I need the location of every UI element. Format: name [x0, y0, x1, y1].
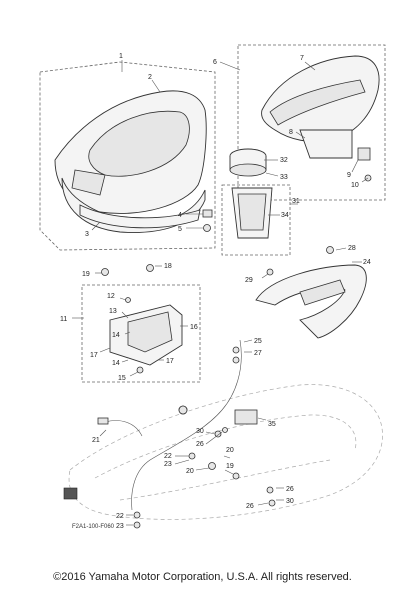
- figure-code: F2A1-100-F060: [72, 524, 115, 530]
- callout-26a: 26: [196, 441, 204, 448]
- callout-26c: 26: [246, 503, 254, 510]
- callout-20: 20: [186, 468, 194, 475]
- callout-20b: 20: [226, 447, 234, 454]
- callout-7: 7: [300, 55, 304, 62]
- callout-22b: 22: [116, 513, 124, 520]
- callout-32: 32: [280, 157, 288, 164]
- callout-26b: 26: [286, 486, 294, 493]
- callout-22: 22: [164, 453, 172, 460]
- callout-14b: 14: [112, 360, 120, 367]
- hull-outline: [68, 384, 383, 520]
- rear-rack: [255, 246, 367, 339]
- callout-27: 27: [254, 350, 262, 357]
- callout-8: 8: [289, 129, 293, 136]
- callout-14: 14: [112, 332, 120, 339]
- callout-12: 12: [107, 293, 115, 300]
- callout-18: 18: [164, 263, 172, 270]
- callout-3: 3: [85, 231, 89, 238]
- callout-23b: 23: [116, 523, 124, 530]
- rear-seat-assembly: [237, 44, 386, 201]
- callout-15: 15: [118, 375, 126, 382]
- callout-1: 1: [119, 53, 123, 60]
- callout-6: 6: [213, 59, 217, 66]
- seat-latch-cable: [97, 339, 276, 529]
- callout-5: 5: [178, 226, 182, 233]
- fastener-4-5: [202, 209, 213, 232]
- callout-9: 9: [347, 172, 351, 179]
- seat-lock-bracket: [81, 264, 201, 383]
- parts-diagram: 1 2 3 4 5 6 7 8 9 10 32 33 31 34: [39, 44, 386, 530]
- callout-24: 24: [363, 259, 371, 266]
- storage-container: [221, 148, 291, 256]
- callout-19: 19: [82, 271, 90, 278]
- callout-30a: 30: [196, 428, 204, 435]
- copyright-notice: ©2016 Yamaha Motor Corporation, U.S.A. A…: [53, 571, 352, 583]
- callout-34: 34: [281, 212, 289, 219]
- callout-35: 35: [268, 421, 276, 428]
- callout-2: 2: [148, 74, 152, 81]
- callout-30b: 30: [286, 498, 294, 505]
- callout-25: 25: [254, 338, 262, 345]
- callout-33: 33: [280, 174, 288, 181]
- callout-16: 16: [190, 324, 198, 331]
- callout-4: 4: [178, 212, 182, 219]
- callout-23: 23: [164, 461, 172, 468]
- callout-21: 21: [92, 437, 100, 444]
- callout-19b: 19: [226, 463, 234, 470]
- callout-11: 11: [60, 316, 67, 323]
- callout-28: 28: [348, 245, 356, 252]
- callout-17a: 17: [90, 352, 98, 359]
- callout-31: 31: [292, 198, 300, 205]
- front-seat-assembly: [39, 61, 216, 251]
- callout-10: 10: [351, 182, 359, 189]
- callout-29: 29: [245, 277, 253, 284]
- label-tag: [63, 487, 78, 500]
- callout-13: 13: [109, 308, 117, 315]
- callout-17b: 17: [166, 358, 174, 365]
